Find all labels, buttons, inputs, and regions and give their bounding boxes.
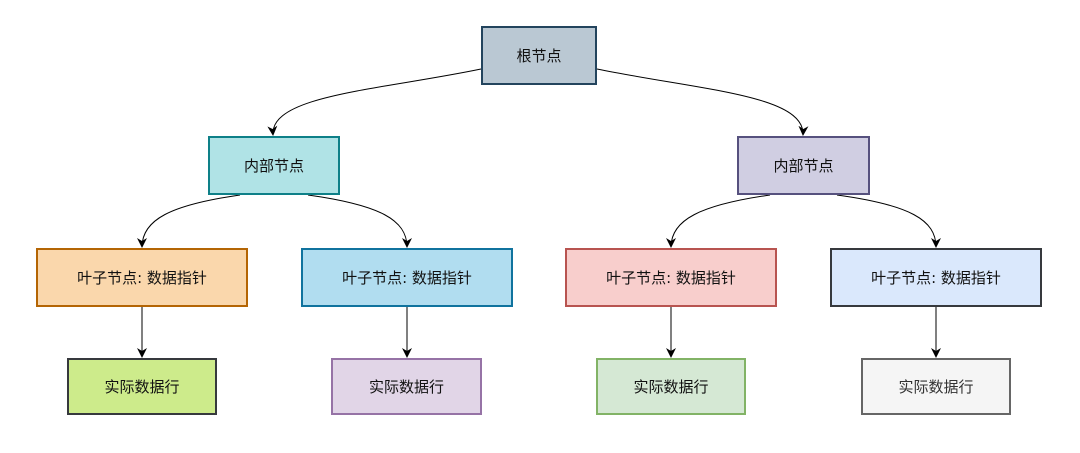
root-node: 根节点 — [481, 26, 597, 85]
internal-node-2: 内部节点 — [737, 136, 870, 195]
edge-internal-1-to-leaf-2 — [307, 194, 412, 248]
edge-internal-1-to-leaf-1 — [137, 194, 241, 248]
leaf-node-1: 叶子节点: 数据指针 — [36, 248, 248, 307]
data-row-label: 实际数据行 — [104, 378, 180, 396]
leaf-node-2: 叶子节点: 数据指针 — [301, 248, 513, 307]
leaf-node-3: 叶子节点: 数据指针 — [565, 248, 777, 307]
data-row-label: 实际数据行 — [633, 378, 709, 396]
data-row-label: 实际数据行 — [368, 378, 444, 396]
data-row-node-3: 实际数据行 — [596, 358, 746, 415]
root-node-label: 根节点 — [516, 47, 562, 65]
data-row-node-1: 实际数据行 — [67, 358, 217, 415]
edge-internal-2-to-leaf-3 — [666, 194, 771, 248]
edge-root-to-internal-1 — [267, 68, 482, 136]
data-row-node-2: 实际数据行 — [331, 358, 482, 415]
edge-internal-2-to-leaf-4 — [836, 194, 941, 248]
data-row-node-4: 实际数据行 — [861, 358, 1011, 415]
leaf-node-4: 叶子节点: 数据指针 — [830, 248, 1042, 307]
leaf-node-label: 叶子节点: 数据指针 — [77, 269, 207, 287]
internal-node-label: 内部节点 — [773, 157, 834, 175]
internal-node-1: 内部节点 — [208, 136, 340, 195]
leaf-node-label: 叶子节点: 数据指针 — [871, 269, 1001, 287]
leaf-node-label: 叶子节点: 数据指针 — [342, 269, 472, 287]
data-row-label: 实际数据行 — [898, 378, 974, 396]
internal-node-label: 内部节点 — [243, 157, 304, 175]
leaf-node-label: 叶子节点: 数据指针 — [606, 269, 736, 287]
edge-root-to-internal-2 — [596, 68, 809, 136]
